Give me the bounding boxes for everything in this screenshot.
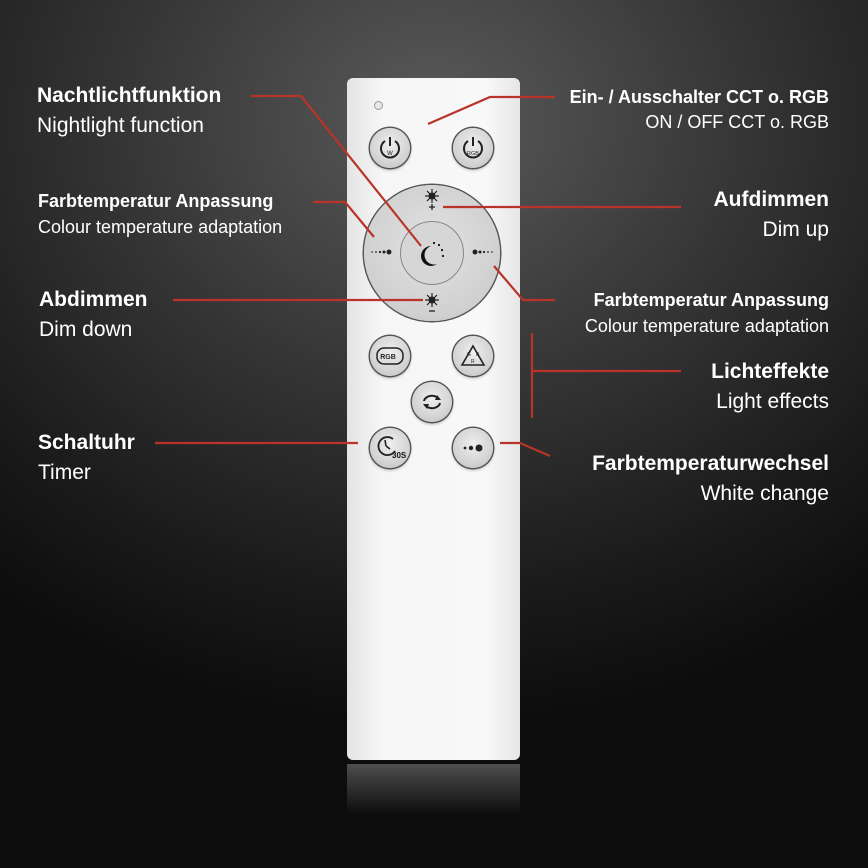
label-en: Timer [38, 461, 91, 485]
warmer-icon[interactable] [370, 248, 392, 256]
moon-icon [421, 241, 445, 266]
label-dim-down: Abdimmen Dim down [39, 287, 148, 342]
brightness-up-icon[interactable] [422, 189, 442, 211]
timer-label: 30S [392, 451, 407, 460]
rgb-triangle-button[interactable]: G B R [453, 336, 493, 376]
label-nightlight: Nachtlichtfunktion Nightlight function [37, 83, 221, 138]
led-indicator [374, 101, 383, 110]
label-en: Dim down [39, 318, 133, 342]
label-en: ON / OFF CCT o. RGB [645, 111, 829, 132]
colortemp-left-line [313, 200, 375, 238]
label-de: Nachtlichtfunktion [37, 84, 222, 107]
rgb-cycle-button[interactable]: RGB [370, 336, 410, 376]
label-de: Schaltuhr [38, 431, 135, 454]
label-de: Abdimmen [39, 288, 148, 311]
label-en: Colour temperature adaptation [38, 216, 283, 237]
label-light-effects: Lichteffekte Light effects [711, 359, 829, 414]
white-change-button[interactable] [453, 428, 493, 468]
colortemp-right-line [493, 265, 555, 302]
power-icon: W [380, 137, 400, 159]
label-de: Lichteffekte [711, 360, 829, 383]
cycle-arrows-icon [423, 394, 441, 410]
r-label: R [471, 359, 475, 365]
dots-icon [463, 444, 483, 452]
label-de: Farbtemperatur Anpassung [38, 191, 274, 211]
label-de: Farbtemperaturwechsel [592, 452, 829, 475]
remote-reflection [347, 764, 520, 814]
label-timer: Schaltuhr Timer [38, 430, 135, 485]
nightlight-line [251, 94, 422, 247]
rgb-triangle-icon: G B R [460, 344, 486, 366]
power-rgb-label: RGB [467, 151, 479, 157]
label-en: Dim up [762, 218, 829, 242]
label-en: Nightlight function [37, 114, 204, 138]
light-effect-button[interactable] [412, 382, 452, 422]
timer-icon [377, 436, 396, 456]
label-de: Ein- / Ausschalter CCT o. RGB [569, 87, 829, 107]
label-dim-up: Aufdimmen Dim up [714, 187, 830, 242]
label-onoff: Ein- / Ausschalter CCT o. RGB ON / OFF C… [570, 87, 829, 133]
label-de: Aufdimmen [713, 188, 830, 211]
white-change-line [500, 441, 551, 458]
rgb-cycle-label: RGB [380, 354, 396, 361]
label-colortemp-left: Farbtemperatur Anpassung Colour temperat… [38, 191, 282, 238]
label-en: White change [700, 482, 829, 506]
power-w-label: W [387, 151, 393, 157]
timer-button[interactable]: 30S [370, 428, 410, 468]
onoff-line [427, 95, 555, 126]
label-white-change: Farbtemperaturwechsel White change [592, 451, 829, 506]
power-icon: RGB [463, 137, 483, 159]
cooler-icon[interactable] [472, 248, 494, 256]
label-colortemp-right: Farbtemperatur Anpassung Colour temperat… [585, 290, 829, 337]
brightness-down-icon[interactable] [422, 293, 442, 315]
power-w-button[interactable]: W [370, 128, 410, 168]
g-label: G [467, 352, 471, 358]
label-de: Farbtemperatur Anpassung [593, 290, 829, 310]
rgb-cycle-icon: RGB [376, 347, 404, 365]
b-label: B [476, 352, 480, 358]
power-rgb-button[interactable]: RGB [453, 128, 493, 168]
label-en: Light effects [716, 390, 829, 414]
label-en: Colour temperature adaptation [584, 315, 829, 336]
